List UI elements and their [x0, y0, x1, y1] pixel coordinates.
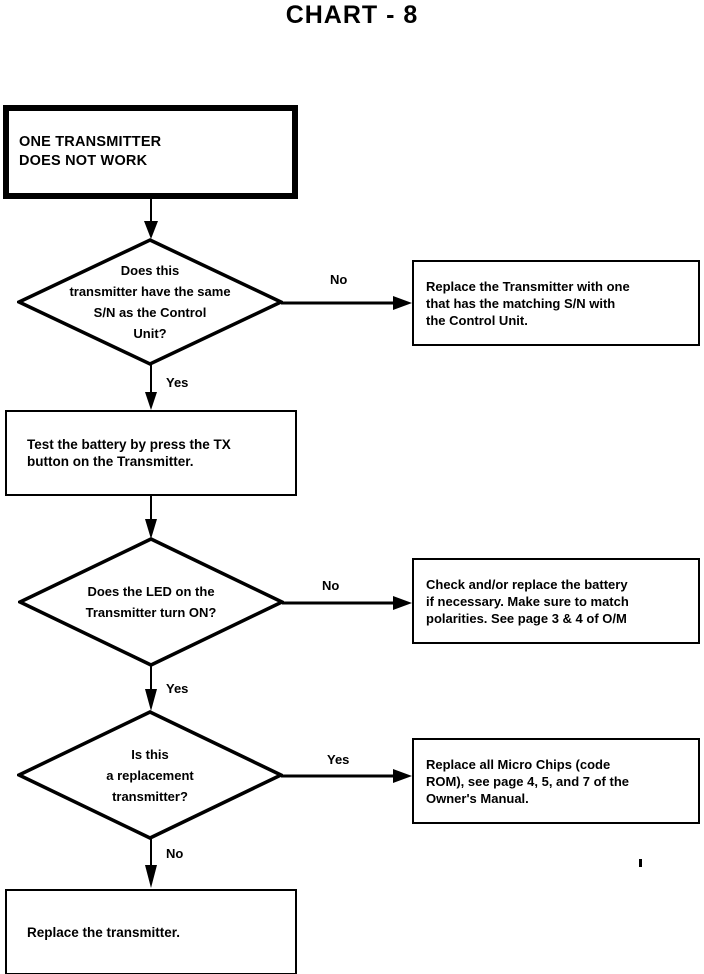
- node-decision-is-replacement-transmitter: Is this a replacement transmitter?: [17, 710, 283, 840]
- node-text: Replace the Transmitter with one that ha…: [426, 278, 630, 328]
- node-text: Replace the transmitter.: [27, 924, 181, 940]
- connector-decision-sn-no: [281, 292, 414, 314]
- node-one-transmitter-does-not-work: ONE TRANSMITTER DOES NOT WORK: [3, 105, 298, 199]
- node-decision-led-turns-on: Does the LED on the Transmitter turn ON?: [18, 537, 284, 667]
- node-replace-micro-chips: Replace all Micro Chips (code ROM), see …: [412, 738, 700, 824]
- node-text: Check and/or replace the battery if nece…: [426, 576, 629, 626]
- edge-label-yes-3: Yes: [327, 752, 350, 767]
- connector-decision-led-yes: [140, 665, 162, 713]
- node-replace-the-transmitter: Replace the transmitter.: [5, 889, 297, 974]
- node-decision-same-serial-number: Does this transmitter have the same S/N …: [17, 238, 283, 366]
- edge-label-no-1: No: [330, 272, 348, 287]
- connector-decision-replacement-no: [140, 838, 162, 890]
- page-title: CHART - 8: [285, 1, 419, 29]
- connector-start-to-decision-sn: [140, 199, 162, 241]
- node-text: Test the battery by press the TX button …: [27, 437, 231, 469]
- edge-label-yes-1: Yes: [166, 375, 189, 390]
- connector-decision-replacement-yes: [281, 765, 414, 787]
- node-text: Replace all Micro Chips (code ROM), see …: [426, 756, 629, 806]
- node-text: ONE TRANSMITTER DOES NOT WORK: [19, 134, 162, 169]
- scan-artifact-speck: [639, 859, 642, 867]
- edge-label-yes-2: Yes: [166, 681, 189, 696]
- node-replace-transmitter-matching-sn: Replace the Transmitter with one that ha…: [412, 260, 700, 346]
- edge-label-no-3: No: [166, 846, 184, 861]
- connector-decision-led-no: [282, 592, 414, 614]
- connector-test-battery-to-decision-led: [140, 496, 162, 541]
- node-check-replace-battery: Check and/or replace the battery if nece…: [412, 558, 700, 644]
- node-test-battery: Test the battery by press the TX button …: [5, 410, 297, 496]
- edge-label-no-2: No: [322, 578, 340, 593]
- connector-decision-sn-yes: [140, 364, 162, 412]
